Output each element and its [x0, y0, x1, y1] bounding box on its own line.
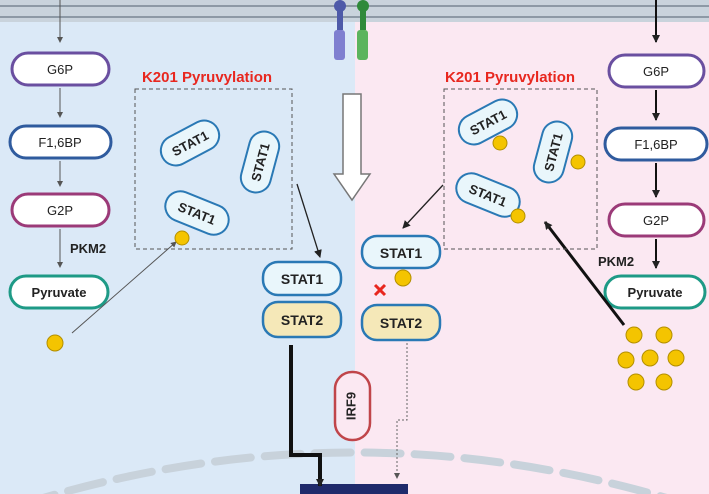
- left-dimer-stat1-label: STAT1: [281, 271, 323, 287]
- right-stat1-dot-3: [510, 208, 526, 224]
- right-g6p-node: G6P: [607, 53, 706, 89]
- right-f16bp-node: F1,6BP: [603, 126, 709, 162]
- right-dashed-to-nucleus-arrow: [394, 343, 408, 479]
- left-stat1-dimer-top: STAT1: [261, 260, 343, 297]
- right-g2p-label: G2P: [643, 213, 669, 228]
- right-free-stat1: STAT1: [360, 234, 442, 270]
- right-pyruvate-node: Pyruvate: [603, 274, 707, 310]
- left-dimer-to-nucleus-arrow: [289, 345, 324, 487]
- right-pkm2-label: PKM2: [598, 254, 634, 269]
- right-box-to-stat1-arrow: [402, 184, 444, 229]
- left-pkm2-label: PKM2: [70, 241, 106, 256]
- right-stat1-pill-2: STAT1: [532, 120, 574, 184]
- left-stat1-pill-2: STAT1: [239, 130, 281, 194]
- left-g6p-label: G6P: [47, 62, 73, 77]
- nuclear-membrane: [42, 448, 668, 494]
- irf9-node: IRF9: [333, 370, 372, 442]
- right-pyruvate-label: Pyruvate: [628, 285, 683, 300]
- right-stat1-dot-2: [570, 154, 586, 170]
- right-f16bp-label: F1,6BP: [634, 137, 677, 152]
- interferon-receptor: [334, 0, 369, 60]
- right-stat1-dot-1: [492, 135, 508, 151]
- left-stat1-pill-3: STAT1: [164, 190, 230, 236]
- right-free-stat1-label: STAT1: [380, 245, 422, 261]
- left-pyruvate-node: Pyruvate: [8, 274, 110, 310]
- left-dot-to-stat1-arrow: [71, 241, 177, 334]
- left-stat2-dimer-bottom: STAT2: [261, 300, 343, 339]
- promoter-box: [300, 484, 408, 494]
- right-dots-to-box-arrow: [543, 221, 626, 326]
- left-g2p-label: G2P: [47, 203, 73, 218]
- right-free-stat1-dot: [394, 269, 412, 287]
- right-free-stat2: STAT2: [360, 303, 442, 342]
- left-stat1-box: [134, 88, 293, 250]
- left-g2p-node: G2P: [10, 192, 111, 228]
- right-stat1-pill-3: STAT1: [455, 172, 521, 218]
- left-g6p-node: G6P: [10, 51, 111, 87]
- left-pyruvate-label: Pyruvate: [32, 285, 87, 300]
- left-f16bp-node: F1,6BP: [8, 124, 113, 160]
- left-pyruvate-dot: [46, 334, 64, 352]
- right-free-stat2-label: STAT2: [380, 315, 422, 331]
- left-dimer-stat2-label: STAT2: [281, 312, 323, 328]
- right-pyruvate-dots: [617, 326, 685, 391]
- left-stat1-pyruvate-dot: [174, 230, 190, 246]
- irf9-label: IRF9: [343, 392, 358, 420]
- right-g2p-node: G2P: [607, 202, 706, 238]
- no-dimerization-x-icon: [373, 283, 387, 297]
- cell-membrane: [0, 0, 709, 22]
- left-box-to-dimer-arrow: [296, 183, 322, 258]
- left-f16bp-label: F1,6BP: [38, 135, 81, 150]
- right-g6p-label: G6P: [643, 64, 669, 79]
- right-panel-title: K201 Pyruvylation: [445, 69, 575, 86]
- signal-hollow-arrow: [332, 93, 372, 202]
- right-stat1-box: [443, 88, 598, 250]
- left-panel-title: K201 Pyruvylation: [142, 69, 272, 86]
